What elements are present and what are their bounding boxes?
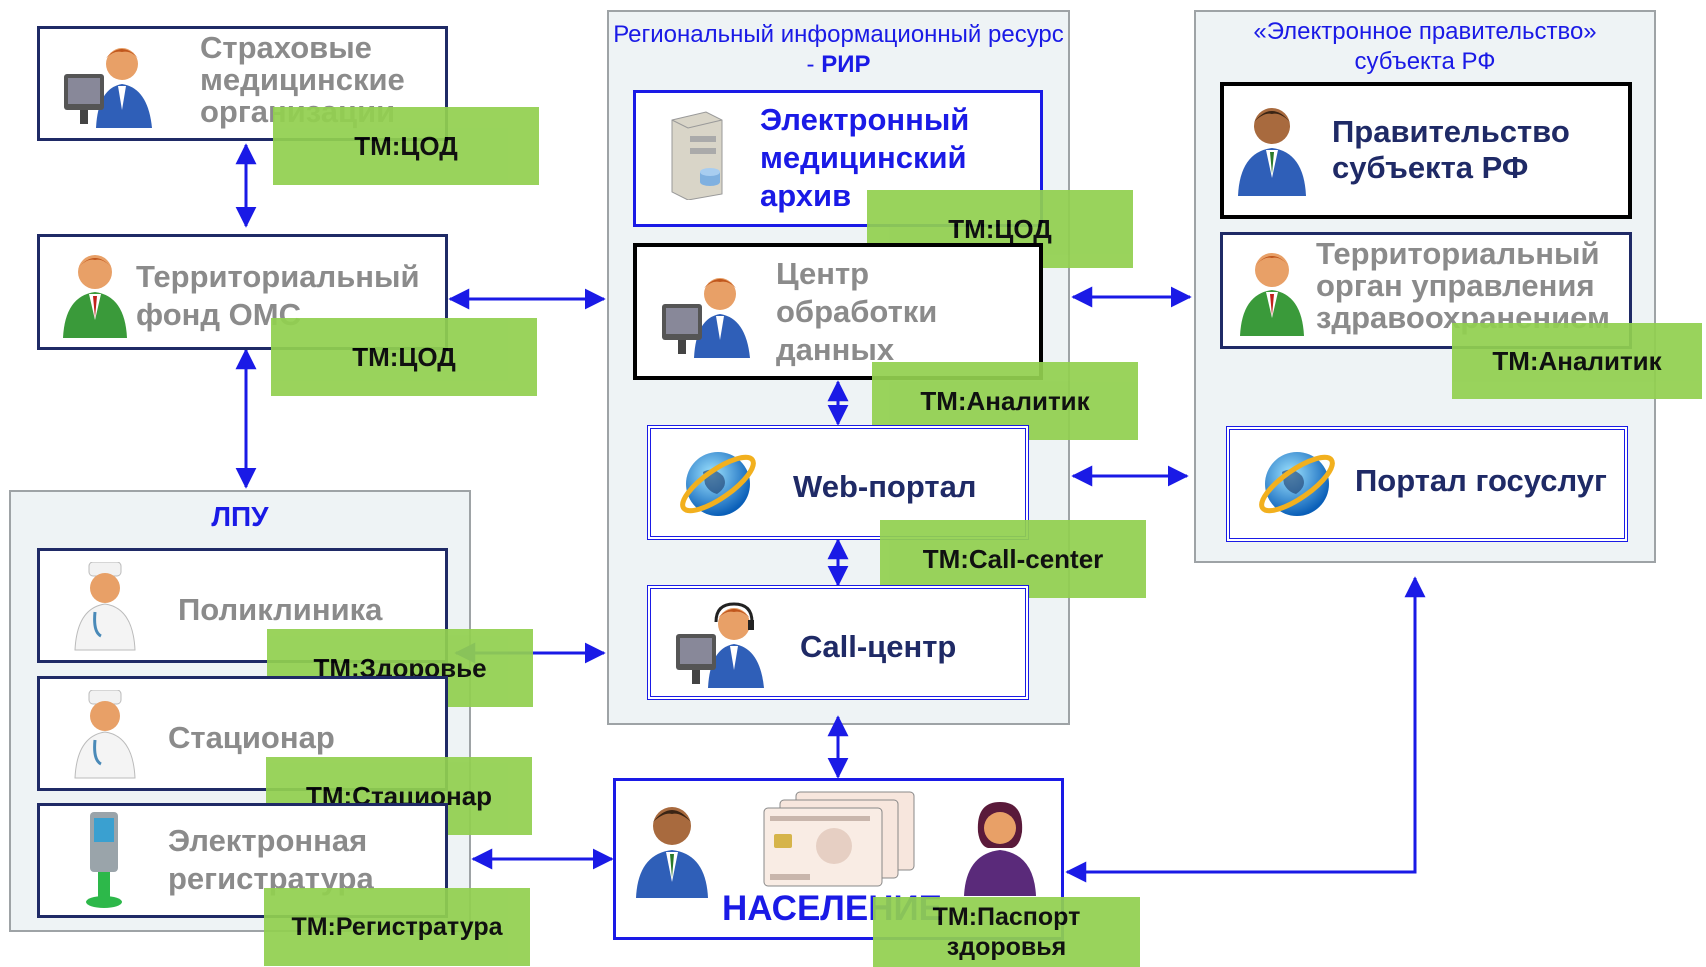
server-icon (671, 111, 723, 200)
health-authority-label: Территориальный орган управления здравоо… (1316, 236, 1610, 335)
gos-portal-label: Портал госуслуг (1355, 463, 1607, 498)
doctor-icon (74, 690, 136, 779)
woman-icon (964, 802, 1036, 896)
hospital-label: Стационар (168, 720, 335, 755)
tag-registry: ТМ:Регистратура (264, 888, 530, 966)
tag-fund: ТМ:ЦОД (271, 318, 537, 396)
call-center-label: Call-центр (800, 629, 957, 664)
egov-title: «Электронное правительство» субъекта РФ (1253, 18, 1597, 75)
rir-title: Региональный информационный ресурс - РИР (613, 21, 1064, 78)
tag-insurance: ТМ:ЦОД (273, 107, 539, 185)
operator-icon (64, 48, 152, 128)
passport-cards-icon (763, 791, 915, 887)
globe-icon (680, 452, 756, 516)
government-label: Правительство субъекта РФ (1332, 114, 1570, 185)
official-icon (1240, 253, 1304, 336)
operator-icon (662, 278, 750, 358)
man-icon (636, 807, 708, 898)
official-icon (63, 255, 127, 338)
territorial-fund-label: Территориальный фонд ОМС (136, 259, 420, 332)
doctor-icon (74, 562, 136, 651)
tag-health-authority: ТМ:Аналитик (1452, 323, 1702, 399)
tag-population: ТМ:Паспорт здоровья (873, 897, 1140, 967)
kiosk-icon (86, 812, 122, 908)
link-population-gosportal (1065, 576, 1426, 883)
official-icon (1238, 108, 1306, 196)
government-box (1220, 82, 1632, 219)
archive-label: Электронный медицинский архив (760, 102, 970, 213)
data-center-label: Центр обработки данных (776, 256, 938, 367)
lpu-title: ЛПУ (211, 501, 269, 532)
polyclinic-label: Поликлиника (178, 592, 383, 627)
web-portal-label: Web-портал (793, 469, 977, 504)
globe-icon (1259, 452, 1335, 516)
registry-label: Электронная регистратура (168, 823, 374, 896)
call-operator-icon (676, 602, 764, 688)
